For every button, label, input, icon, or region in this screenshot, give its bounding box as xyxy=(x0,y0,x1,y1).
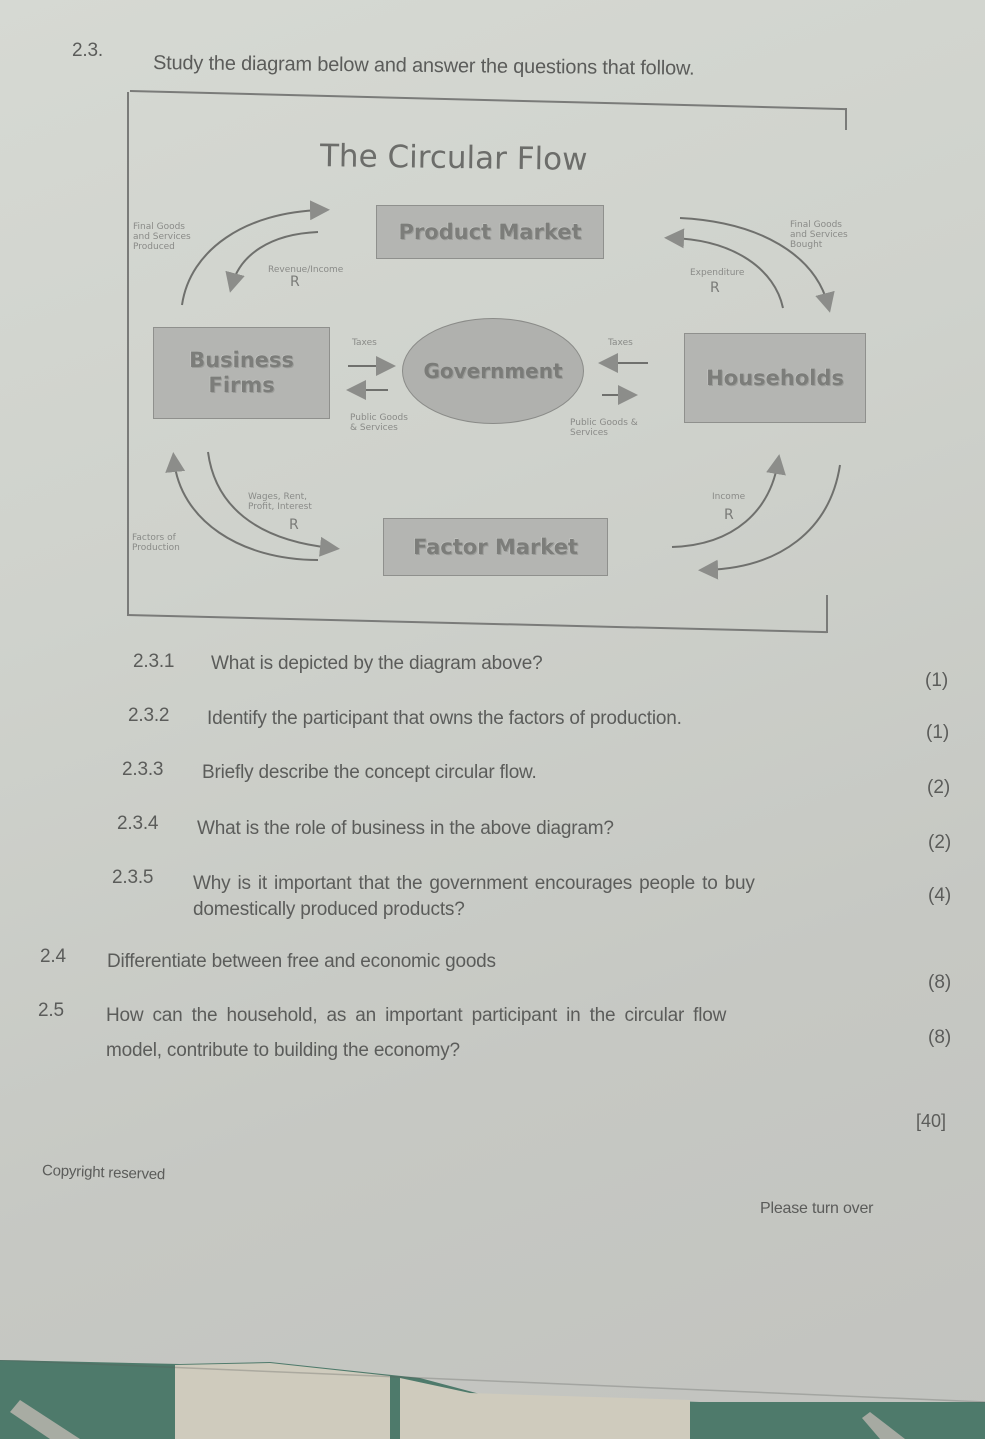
label-line: and Services xyxy=(790,230,848,240)
income-label: Income xyxy=(712,492,746,502)
business-firms-label-1: Business xyxy=(189,348,294,372)
question-text: What is depicted by the diagram above? xyxy=(211,653,543,674)
factor-market-label: Factor Market xyxy=(413,535,578,559)
question-marks: (4) xyxy=(928,885,952,906)
factor-market-box: Factor Market xyxy=(383,518,608,576)
label-line: Final Goods xyxy=(133,222,185,232)
copyright-text: Copyright reserved xyxy=(41,1162,166,1184)
question-number: 2.4 xyxy=(40,946,66,967)
question-text-line-2: model, contribute to building the econom… xyxy=(106,1040,460,1061)
label-line: Public Goods & xyxy=(570,418,638,428)
label-line: Services xyxy=(570,428,608,438)
question-marks: (1) xyxy=(926,722,950,743)
revenue-income-label: Revenue/Income xyxy=(268,265,344,275)
product-market-box: Product Market xyxy=(376,205,604,259)
final-goods-bought-label: Final Goods and Services Bought xyxy=(790,220,848,250)
question-marks: (2) xyxy=(928,832,952,853)
question-marks: (2) xyxy=(927,777,951,798)
income-r-label: R xyxy=(724,507,734,523)
question-marks: (8) xyxy=(928,972,952,993)
question-text-line-1: How can the household, as an important p… xyxy=(106,1005,727,1026)
question-number: 2.3.4 xyxy=(117,813,159,834)
label-line: Final Goods xyxy=(790,220,842,230)
question-number: 2.3.5 xyxy=(112,867,154,888)
government-label: Government xyxy=(423,359,563,383)
wages-rent-label: Wages, Rent, Profit, Interest xyxy=(248,492,312,512)
households-label: Households xyxy=(706,366,844,390)
label-line: Profit, Interest xyxy=(248,502,312,512)
final-goods-produced-label: Final Goods and Services Produced xyxy=(133,222,191,252)
label-line: Wages, Rent, xyxy=(248,492,307,502)
public-goods-right-label: Public Goods & Services xyxy=(570,418,638,438)
label-line: & Services xyxy=(350,423,398,433)
question-text-line-1: Why is it important that the government … xyxy=(193,873,755,894)
business-firms-label-2: Firms xyxy=(208,373,275,397)
flow-arrows xyxy=(165,200,841,580)
please-turn-over-text: Please turn over xyxy=(760,1200,874,1217)
taxes-left-label: Taxes xyxy=(352,338,377,348)
question-number: 2.3.2 xyxy=(128,705,170,726)
question-text: What is the role of business in the abov… xyxy=(197,818,614,839)
question-text-line-2: domestically produced products? xyxy=(193,899,465,920)
product-market-label: Product Market xyxy=(398,220,582,244)
factors-of-production-label: Factors of Production xyxy=(132,533,180,553)
question-text: Briefly describe the concept circular fl… xyxy=(202,762,537,783)
households-box: Households xyxy=(684,333,866,423)
total-marks: [40] xyxy=(916,1111,947,1131)
question-marks: (8) xyxy=(928,1027,952,1048)
government-ellipse: Government xyxy=(402,318,584,424)
label-line: Production xyxy=(132,543,180,553)
revenue-r-label: R xyxy=(290,274,300,290)
tablecloth-background xyxy=(0,1360,985,1439)
taxes-right-label: Taxes xyxy=(608,338,633,348)
label-line: Bought xyxy=(790,240,823,250)
label-line: and Services xyxy=(133,232,191,242)
section-number: 2.3. xyxy=(72,40,103,61)
expenditure-r-label: R xyxy=(710,280,720,296)
question-number: 2.3.1 xyxy=(133,651,175,672)
business-firms-box: Business Firms xyxy=(153,327,330,419)
wages-r-label: R xyxy=(289,517,299,533)
expenditure-label: Expenditure xyxy=(690,268,745,278)
label-line: Factors of xyxy=(132,533,176,543)
label-line: Public Goods xyxy=(350,413,408,423)
public-goods-left-label: Public Goods & Services xyxy=(350,413,408,433)
label-line: Produced xyxy=(133,242,175,252)
question-text: Identify the participant that owns the f… xyxy=(207,708,682,729)
question-marks: (1) xyxy=(925,670,949,691)
question-text: Differentiate between free and economic … xyxy=(107,951,496,972)
question-number: 2.5 xyxy=(38,1000,64,1021)
question-number: 2.3.3 xyxy=(122,759,164,780)
